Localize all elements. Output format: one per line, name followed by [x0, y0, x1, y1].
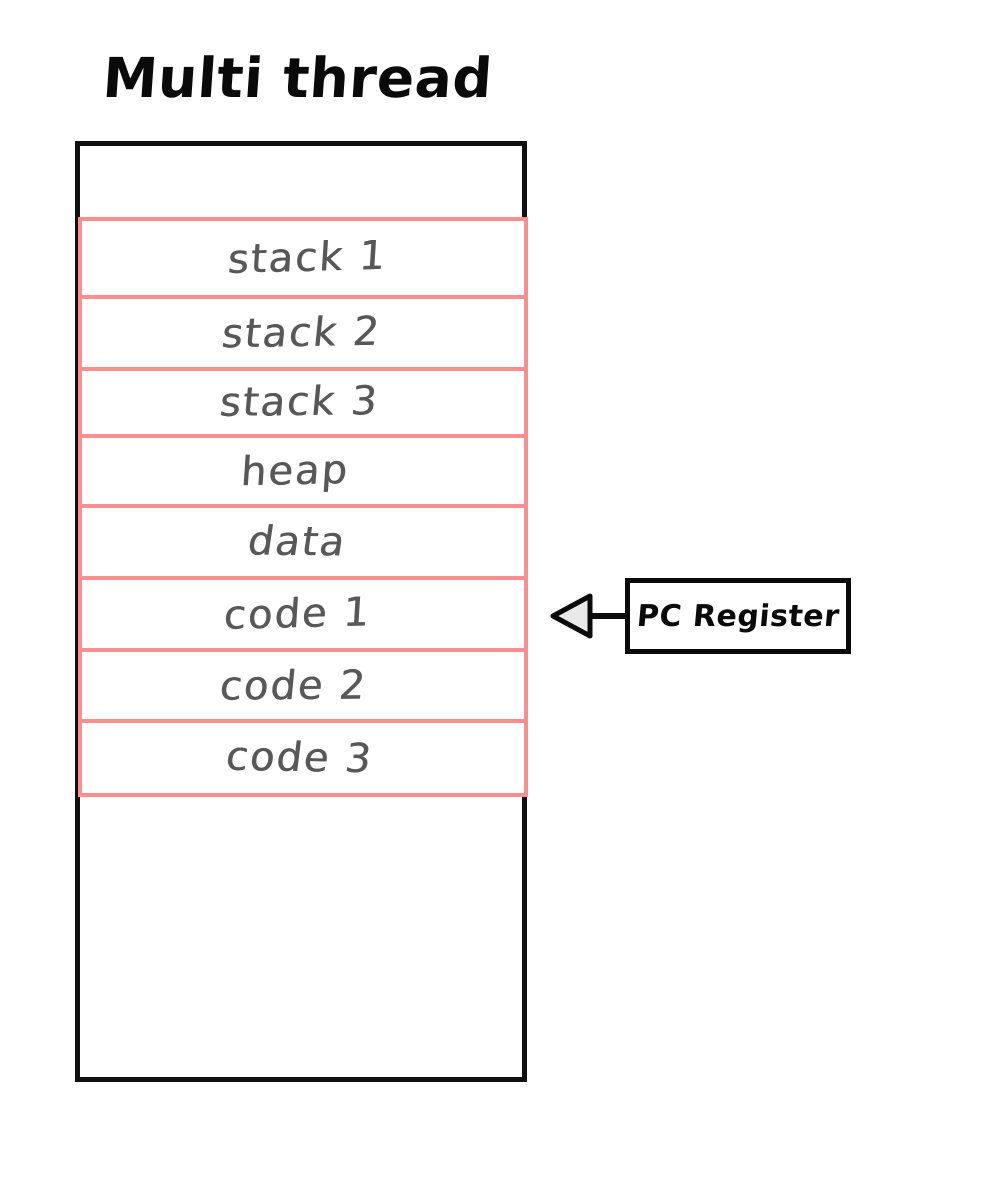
memory-row-stack-2[interactable]: stack 2: [82, 299, 524, 371]
memory-row-stack-3[interactable]: stack 3: [82, 371, 524, 438]
memory-row-label: stack 2: [219, 308, 383, 358]
pc-register-box[interactable]: PC Register: [625, 578, 851, 654]
memory-row-code-2[interactable]: code 2: [82, 652, 524, 724]
memory-row-label: stack 1: [226, 232, 388, 283]
memory-row-code-1[interactable]: code 1: [82, 580, 524, 653]
memory-row-list: stack 1 stack 2 stack 3 heap data code 1…: [82, 221, 524, 793]
thread-memory-segments: stack 1 stack 2 stack 3 heap data code 1…: [78, 217, 528, 797]
memory-row-code-3[interactable]: code 3: [82, 723, 524, 793]
pointer-arrow-icon: [550, 593, 632, 639]
page-title: Multi thread: [100, 46, 495, 110]
memory-row-label: stack 3: [217, 378, 381, 427]
memory-row-label: data: [244, 518, 350, 566]
memory-row-label: code 1: [222, 589, 372, 639]
memory-row-label: code 2: [217, 662, 369, 710]
memory-row-stack-1[interactable]: stack 1: [82, 221, 524, 299]
memory-row-heap[interactable]: heap: [82, 438, 524, 509]
memory-row-label: code 3: [223, 733, 375, 783]
arrowhead-icon: [550, 593, 593, 639]
memory-row-data[interactable]: data: [82, 508, 524, 581]
pc-register-label: PC Register: [635, 598, 841, 634]
memory-row-label: heap: [239, 447, 351, 496]
